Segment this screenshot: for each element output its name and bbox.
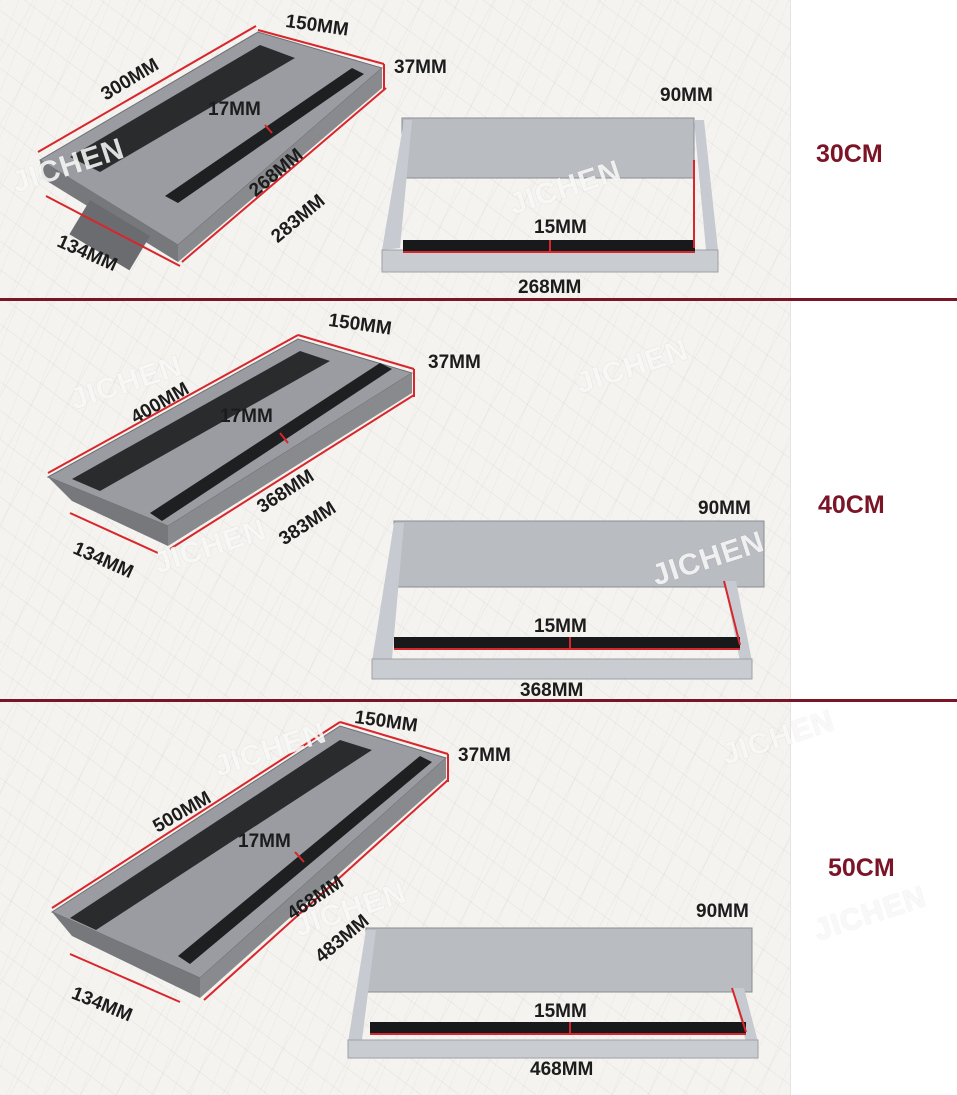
dim-label-slot: 17MM xyxy=(220,406,273,427)
open-frame xyxy=(371,520,765,680)
size-label: 50CM xyxy=(828,854,895,882)
measure-lines xyxy=(37,25,387,267)
dim-label-frame-inner: 268MM xyxy=(518,277,582,298)
section-50cm: JICHEN JICHEN JICHEN JICHEN 500MM 150MM … xyxy=(0,702,957,1095)
size-label: 30CM xyxy=(816,140,883,168)
section-divider xyxy=(0,298,957,301)
dim-label-height: 37MM xyxy=(428,352,481,373)
dim-label-height: 37MM xyxy=(458,745,511,766)
dim-label-slot: 17MM xyxy=(238,831,291,852)
product-illustration xyxy=(50,721,759,1059)
measure-lines xyxy=(47,334,415,554)
product-illustration xyxy=(37,25,719,273)
dim-label-lid-depth: 90MM xyxy=(660,85,713,106)
closed-grommet-box xyxy=(39,31,384,271)
size-label: 40CM xyxy=(818,491,885,519)
section-40cm: JICHEN JICHEN JICHEN JICHEN 400MM 150MM … xyxy=(0,301,957,699)
section-divider xyxy=(0,699,957,702)
dim-label-brush: 15MM xyxy=(534,217,587,238)
closed-grommet-box xyxy=(46,338,414,546)
section-30cm: JICHEN JICHEN 300MM 150MM 37MM 17MM 268M… xyxy=(0,0,957,299)
dim-label-slot: 17MM xyxy=(208,99,261,120)
open-frame xyxy=(347,927,759,1059)
dim-label-frame-inner: 468MM xyxy=(530,1059,594,1080)
measure-lines xyxy=(51,721,449,1003)
dim-label-frame-inner: 368MM xyxy=(520,680,584,699)
product-illustration xyxy=(46,334,765,680)
dim-label-lid-depth: 90MM xyxy=(696,901,749,922)
dim-label-lid-depth: 90MM xyxy=(698,498,751,519)
dim-label-brush: 15MM xyxy=(534,616,587,637)
closed-grommet-box xyxy=(50,725,447,998)
dim-label-height: 37MM xyxy=(394,57,447,78)
open-frame xyxy=(381,117,719,273)
dim-label-brush: 15MM xyxy=(534,1001,587,1022)
